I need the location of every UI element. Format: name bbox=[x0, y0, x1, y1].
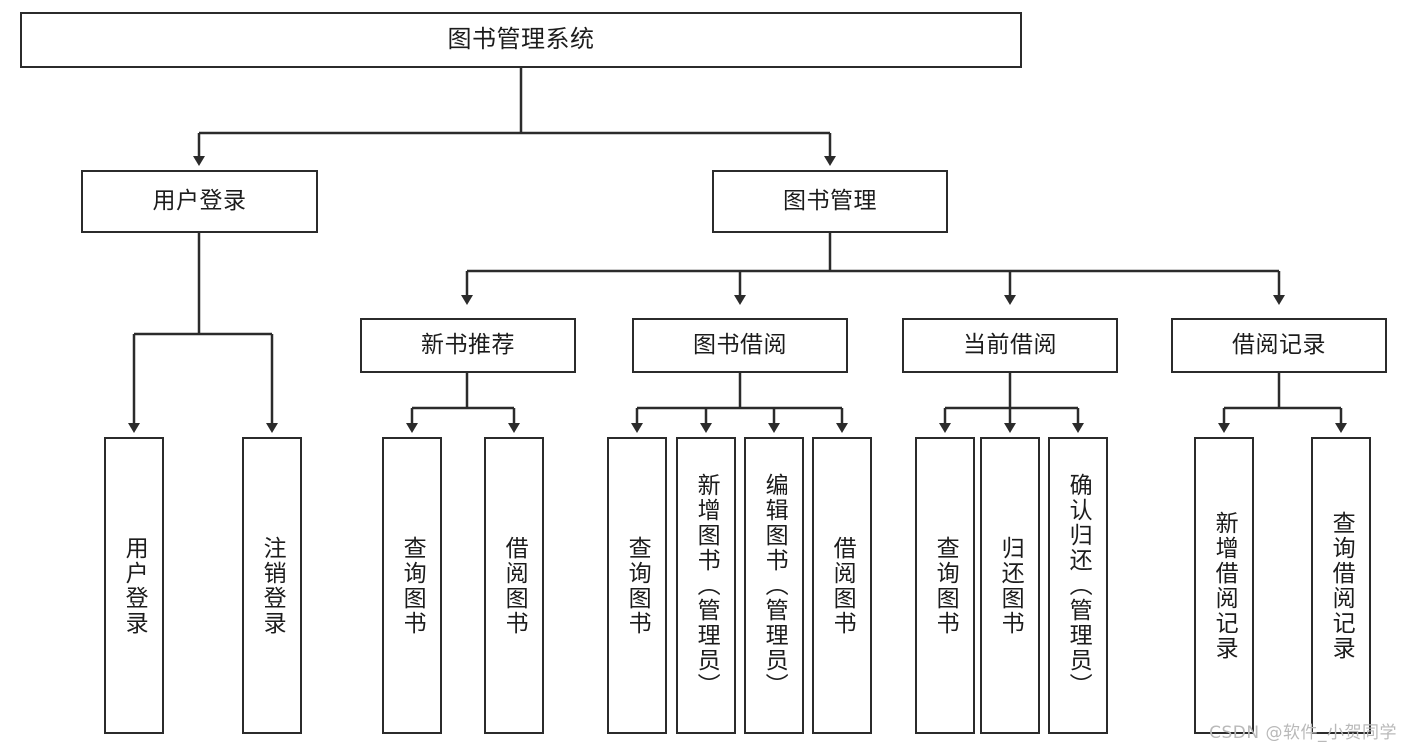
node-label: 查询图书 bbox=[932, 535, 959, 636]
node-borrow-record[interactable]: 借阅记录 bbox=[1171, 318, 1387, 373]
node-new-book-recommend[interactable]: 新书推荐 bbox=[360, 318, 576, 373]
node-leaf-query-book-2[interactable]: 查询图书 bbox=[607, 437, 667, 734]
node-leaf-user-login[interactable]: 用户登录 bbox=[104, 437, 164, 734]
node-leaf-add-book[interactable]: 新增图书（管理员） bbox=[676, 437, 736, 734]
node-leaf-query-book-1[interactable]: 查询图书 bbox=[382, 437, 442, 734]
node-leaf-return-book[interactable]: 归还图书 bbox=[980, 437, 1040, 734]
node-label: 当前借阅 bbox=[963, 332, 1057, 359]
node-leaf-confirm-return[interactable]: 确认归还（管理员） bbox=[1048, 437, 1108, 734]
node-label: 借阅图书 bbox=[829, 535, 856, 636]
node-label: 查询图书 bbox=[624, 535, 651, 636]
node-book-management[interactable]: 图书管理 bbox=[712, 170, 948, 233]
node-leaf-borrow-book-2[interactable]: 借阅图书 bbox=[812, 437, 872, 734]
node-label: 借阅记录 bbox=[1232, 332, 1326, 359]
node-current-borrow[interactable]: 当前借阅 bbox=[902, 318, 1118, 373]
node-label: 注销登录 bbox=[259, 535, 286, 636]
node-leaf-logout[interactable]: 注销登录 bbox=[242, 437, 302, 734]
node-root-book-management-system[interactable]: 图书管理系统 bbox=[20, 12, 1022, 68]
node-label: 编辑图书（管理员） bbox=[761, 473, 788, 698]
node-leaf-add-record[interactable]: 新增借阅记录 bbox=[1194, 437, 1254, 734]
node-label: 新书推荐 bbox=[421, 332, 515, 359]
node-user-login[interactable]: 用户登录 bbox=[81, 170, 318, 233]
node-label: 确认归还（管理员） bbox=[1065, 473, 1092, 698]
node-label: 查询借阅记录 bbox=[1328, 510, 1355, 661]
node-leaf-query-record[interactable]: 查询借阅记录 bbox=[1311, 437, 1371, 734]
node-leaf-borrow-book-1[interactable]: 借阅图书 bbox=[484, 437, 544, 734]
node-label: 新增借阅记录 bbox=[1211, 510, 1238, 661]
node-leaf-query-book-3[interactable]: 查询图书 bbox=[915, 437, 975, 734]
node-label: 用户登录 bbox=[121, 535, 148, 636]
node-label: 图书管理 bbox=[783, 188, 877, 215]
node-label: 新增图书（管理员） bbox=[693, 473, 720, 698]
node-leaf-edit-book[interactable]: 编辑图书（管理员） bbox=[744, 437, 804, 734]
node-label: 图书管理系统 bbox=[447, 25, 595, 54]
node-label: 图书借阅 bbox=[693, 332, 787, 359]
node-label: 借阅图书 bbox=[501, 535, 528, 636]
node-label: 归还图书 bbox=[997, 535, 1024, 636]
node-label: 用户登录 bbox=[152, 188, 247, 215]
node-book-borrow[interactable]: 图书借阅 bbox=[632, 318, 848, 373]
node-label: 查询图书 bbox=[399, 535, 426, 636]
